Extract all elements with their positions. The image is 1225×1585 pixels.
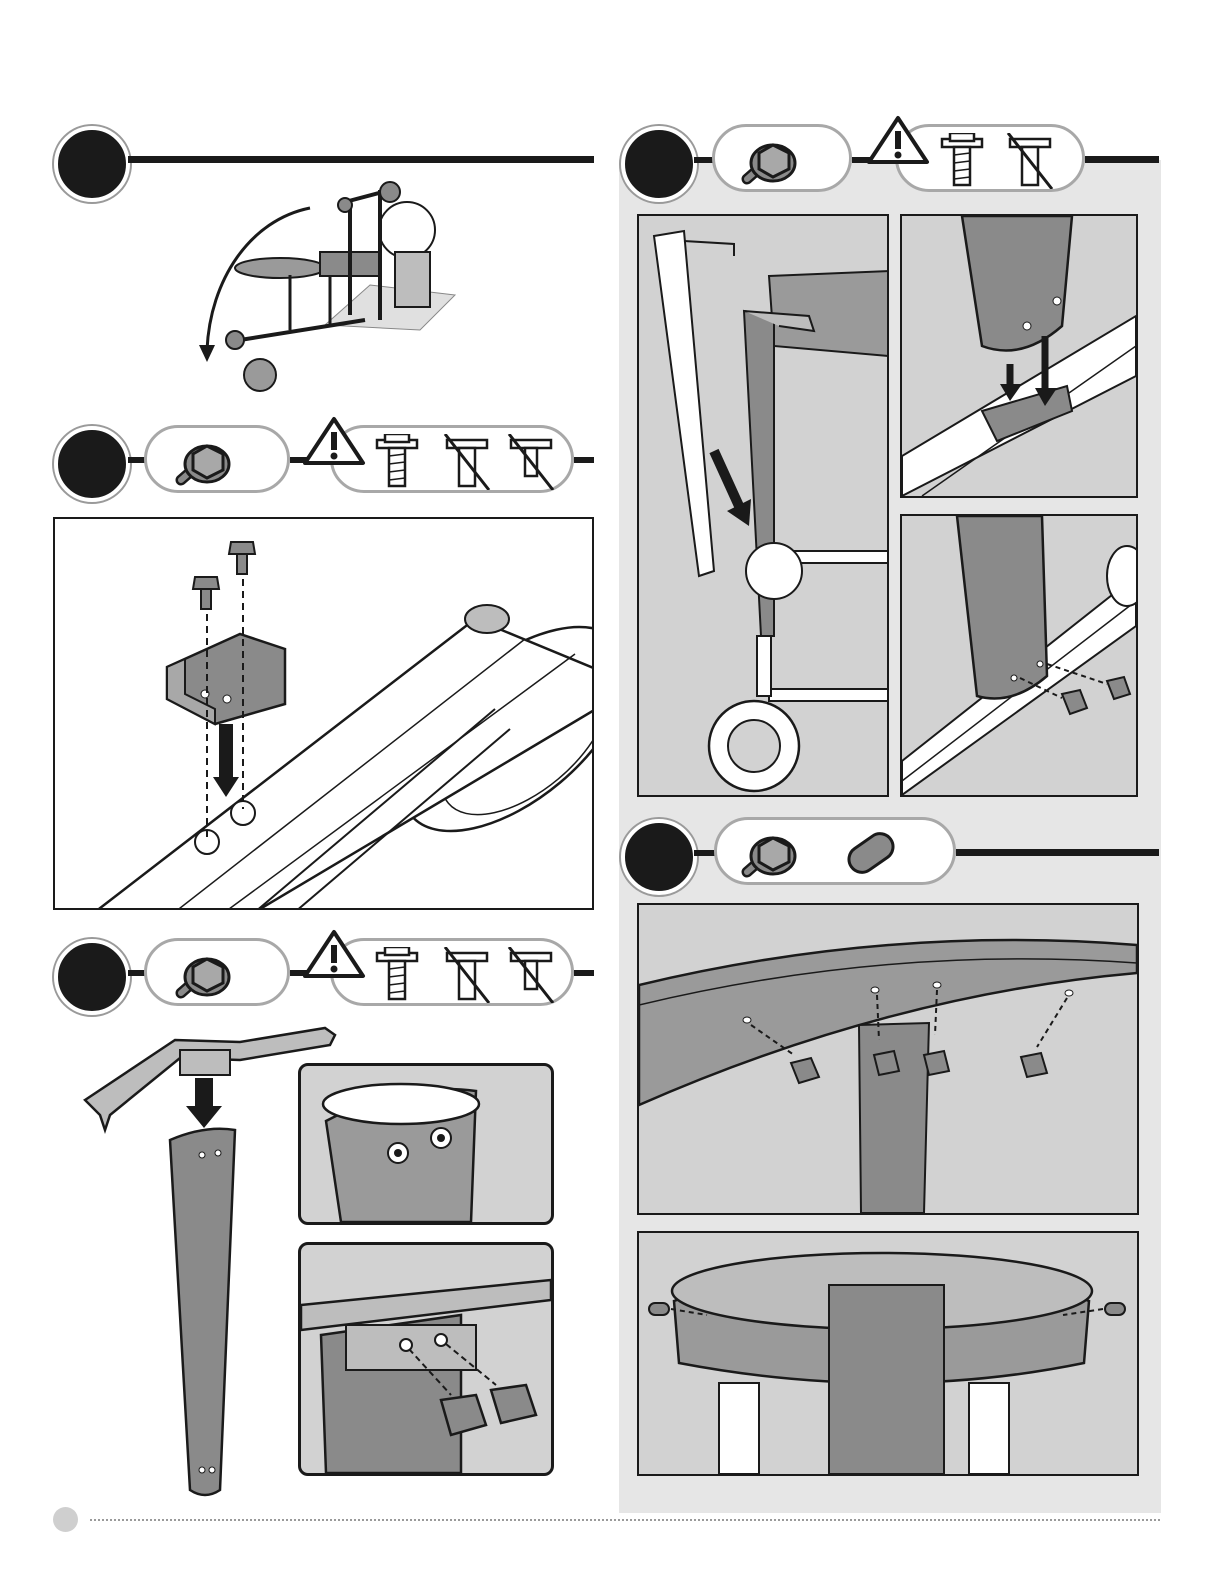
wrong-bolt-icon: [505, 947, 557, 1003]
bowl-underside-panel: [637, 903, 1139, 1215]
hardware-pill: [714, 817, 956, 885]
leg-bracket-detail-panel: [900, 214, 1138, 498]
step-header-rule: [574, 970, 594, 976]
hardware-pill: [144, 938, 290, 1006]
leg-bracket-detail-illustration: [902, 216, 1136, 496]
bowl-underside-illustration: [639, 905, 1137, 1213]
step-number-badge: [621, 126, 697, 202]
step-number-badge: [54, 939, 130, 1015]
wrong-bolt-icon: [505, 434, 557, 490]
step-header-rule: [128, 156, 594, 163]
bracket-attach-illustration: [55, 519, 594, 910]
bolt-icon: [733, 133, 813, 189]
leg-insert-panel: [637, 214, 889, 797]
step-number-badge: [621, 819, 697, 895]
step-header-rule: [1085, 156, 1159, 163]
step-header-rule: [574, 457, 594, 463]
bowl-caps-panel: [637, 1231, 1139, 1476]
cap-icon: [841, 828, 901, 878]
hardware-pill: [144, 425, 290, 493]
wrong-bolt-icon: [441, 947, 493, 1003]
bracket-bolting-illustration: [301, 1245, 551, 1473]
warning-icon: [866, 115, 930, 165]
step-header-rule: [956, 849, 1159, 856]
bolt-icon: [167, 947, 247, 1003]
bolt-icon: [167, 434, 247, 490]
correct-bolt-icon: [936, 133, 988, 189]
leg-holes-illustration: [301, 1066, 551, 1222]
leg-bolt-detail-illustration: [902, 516, 1136, 795]
hardware-pill: [712, 124, 852, 192]
bolt-comparison-pill: [330, 938, 574, 1006]
bracket-attach-panel: [53, 517, 594, 910]
leg-detail-panel-bottom: [298, 1242, 554, 1476]
warning-icon: [302, 929, 366, 979]
wrong-bolt-icon: [1004, 133, 1056, 189]
correct-bolt-icon: [371, 947, 423, 1003]
bowl-caps-illustration: [639, 1233, 1137, 1474]
leg-insert-illustration: [639, 216, 887, 795]
leg-bolt-detail-panel: [900, 514, 1138, 797]
bolt-icon: [733, 826, 813, 882]
footer-dotted-rule: [90, 1519, 1160, 1521]
page-number-marker: [53, 1507, 78, 1532]
wrong-bolt-icon: [441, 434, 493, 490]
step-number-badge: [54, 126, 130, 202]
leg-detail-panel-top: [298, 1063, 554, 1225]
step-number-badge: [54, 426, 130, 502]
bolt-comparison-pill: [330, 425, 574, 493]
grill-tilt-illustration: [195, 180, 465, 400]
warning-icon: [302, 416, 366, 466]
correct-bolt-icon: [371, 434, 423, 490]
